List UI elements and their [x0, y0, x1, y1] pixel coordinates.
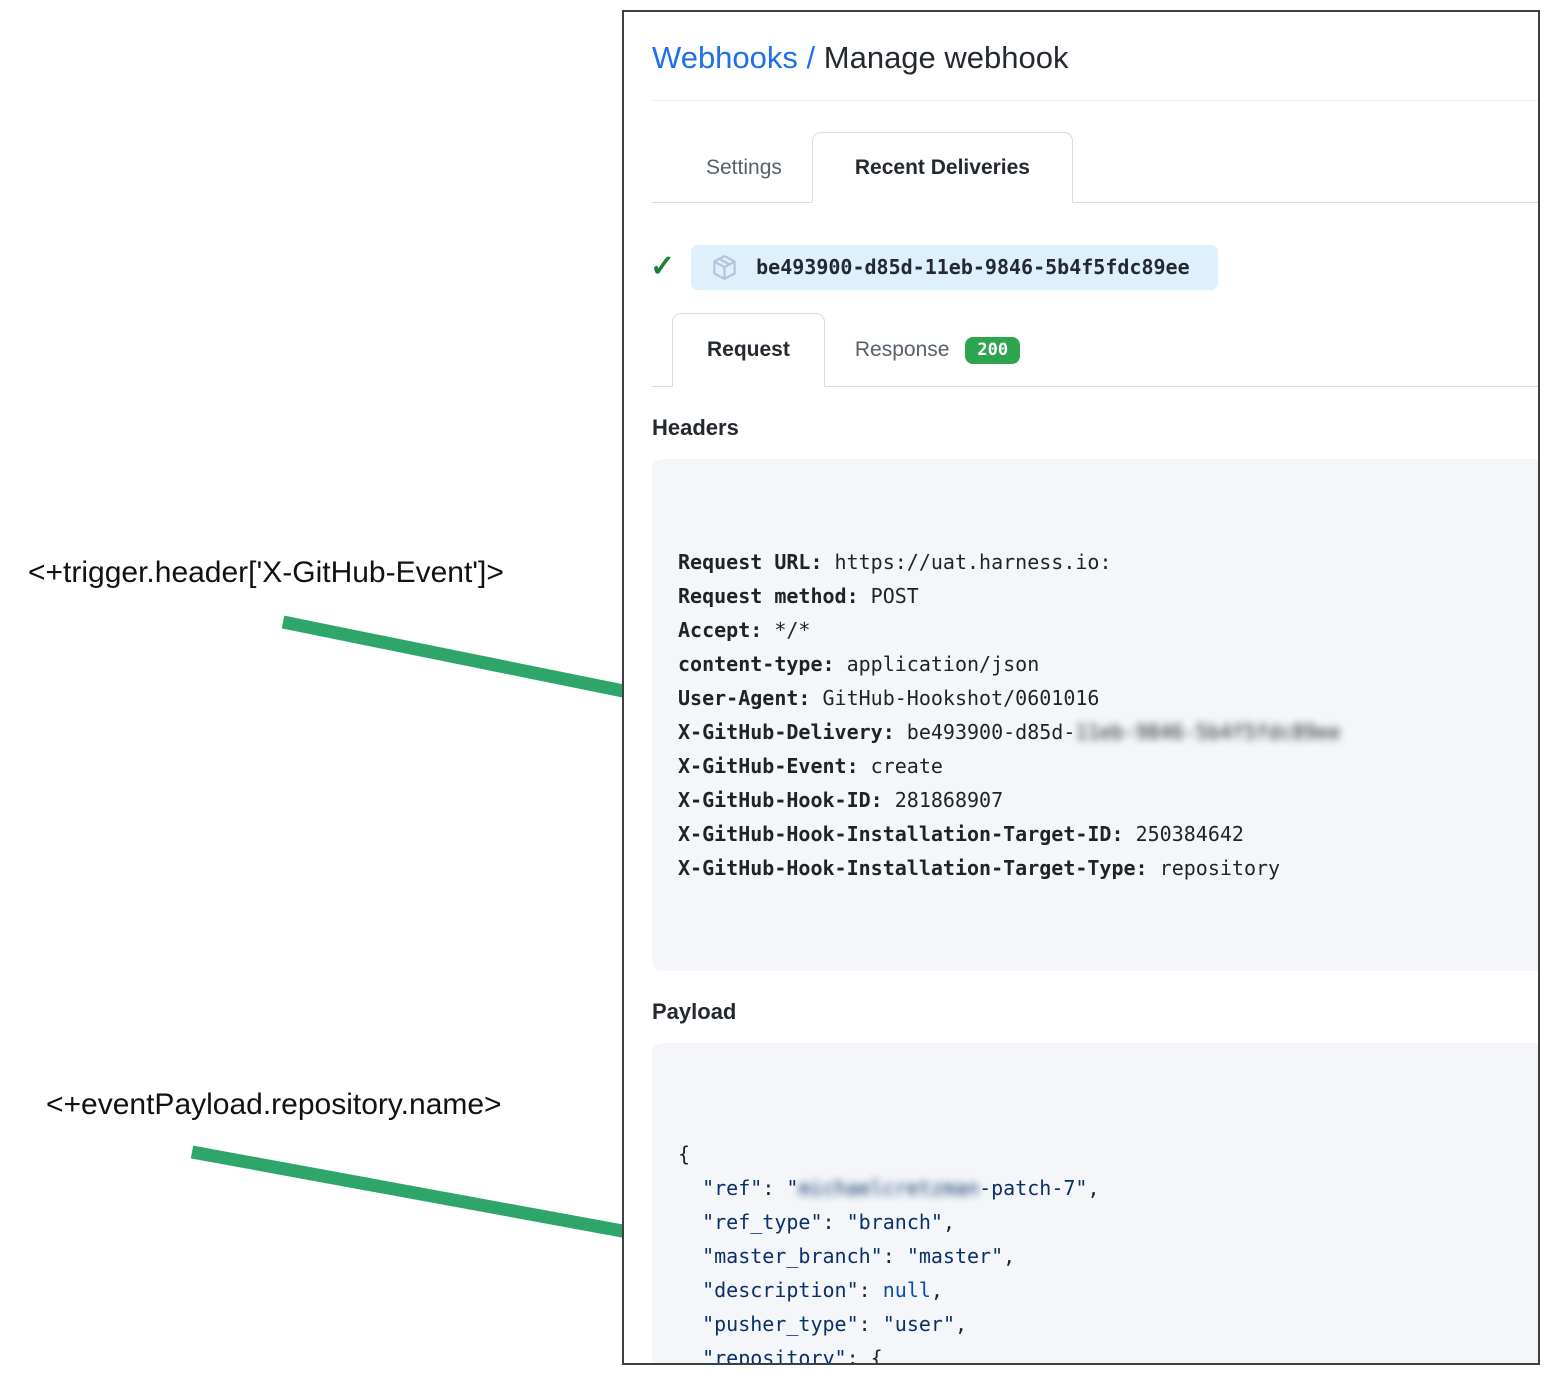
header-line: X-GitHub-Delivery: be493900-d85d-11eb-98… [678, 720, 1341, 744]
request-response-tabbar: Request Response 200 [652, 313, 1538, 387]
payload-line: "master_branch": "master", [702, 1244, 1016, 1268]
payload-line: "description": null, [702, 1278, 943, 1302]
payload-line: { [678, 1142, 691, 1166]
payload-section-heading: Payload [652, 999, 737, 1024]
header-line: Accept: */* [678, 618, 811, 642]
response-status-badge: 200 [965, 336, 1021, 364]
payload-code-block: { "ref": "michaelcretzman-patch-7", "ref… [652, 1043, 1538, 1365]
page-title: Webhooks / Manage webhook [652, 40, 1538, 76]
tab-recent-deliveries[interactable]: Recent Deliveries [811, 132, 1073, 203]
tab-response-label: Response [854, 338, 950, 361]
header-line: X-GitHub-Hook-Installation-Target-Type: … [678, 856, 1281, 880]
delivery-id-badge[interactable]: be493900-d85d-11eb-9846-5b4f5fdc89ee [691, 244, 1218, 290]
header-line: X-GitHub-Event: create [678, 754, 943, 778]
payload-line: "ref": "michaelcretzman-patch-7", [702, 1176, 1100, 1200]
header-line: X-GitHub-Hook-ID: 281868907 [678, 788, 1004, 812]
header-line: Request URL: https://uat.harness.io: [678, 550, 1112, 574]
delivery-row: ✓ be493900-d85d-11eb-9846-5b4f5fdc89ee [650, 243, 1538, 291]
payload-lines: { "ref": "michaelcretzman-patch-7", "ref… [678, 1137, 1532, 1365]
tab-response[interactable]: Response 200 [825, 313, 1050, 387]
check-icon: ✓ [650, 250, 676, 283]
event-payload-expression-label: <+eventPayload.repository.name> [46, 1088, 502, 1121]
package-icon [713, 254, 736, 280]
headers-code-block: Request URL: https://uat.harness.io: Requ… [652, 459, 1538, 971]
header-line: User-Agent: GitHub-Hookshot/0601016 [678, 686, 1100, 710]
delivery-uuid: be493900-d85d-11eb-9846-5b4f5fdc89ee [756, 255, 1190, 279]
payload-line: "repository": { [702, 1346, 883, 1365]
header-line: content-type: application/json [678, 652, 1040, 676]
payload-line: "pusher_type": "user", [702, 1312, 968, 1336]
header-line: Request method: POST [678, 584, 919, 608]
page-title-current: Manage webhook [823, 40, 1069, 75]
payload-line: "ref_type": "branch", [702, 1210, 955, 1234]
title-divider [652, 100, 1538, 101]
headers-lines: Request URL: https://uat.harness.io: Requ… [678, 545, 1532, 885]
tab-request[interactable]: Request [672, 313, 825, 387]
headers-section-heading: Headers [652, 415, 739, 440]
trigger-header-expression-label: <+trigger.header['X-GitHub-Event']> [28, 556, 504, 589]
tab-settings[interactable]: Settings [706, 155, 782, 179]
webhook-tabbar: Settings Recent Deliveries [652, 132, 1538, 203]
manage-webhook-panel: Webhooks / Manage webhook Settings Recen… [622, 10, 1540, 1365]
header-line: X-GitHub-Hook-Installation-Target-ID: 25… [678, 822, 1244, 846]
webhooks-breadcrumb-link[interactable]: Webhooks / [652, 40, 816, 75]
